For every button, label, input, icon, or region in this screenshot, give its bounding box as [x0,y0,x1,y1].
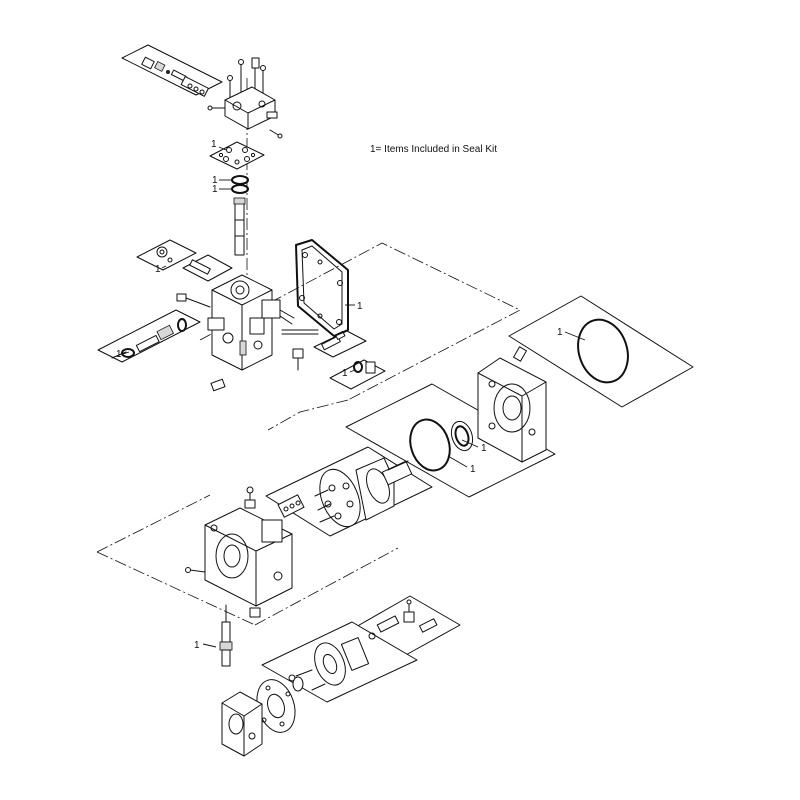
callouts: 1 1 1 1 1 1 1 1 1 1 1 [116,139,563,651]
cover-gasket [295,239,349,337]
plug-parts [156,246,211,275]
seal-kit-legend: 1= Items Included in Seal Kit [370,144,497,155]
end-cover [477,346,547,463]
drain-fitting [219,604,233,667]
bottom-flange [256,676,304,733]
callout-oring-1: 1 [212,175,218,186]
callout-seal-ring: 1 [481,443,487,454]
inset-oring-pair [345,383,556,498]
callout-large-oring: 1 [557,327,563,338]
gasket-plate [209,141,265,170]
upper-pump-body [176,274,319,392]
top-valve-parts [141,56,209,97]
rotating-group [277,457,413,528]
relief-valve-parts [111,318,187,359]
callout-cover-gasket: 1 [357,301,363,312]
inset-relief-valve [97,309,201,363]
assembly-boundary-lines [96,78,521,626]
callout-drain-fitting: 1 [194,640,200,651]
large-oring [577,318,629,384]
small-orings [231,175,249,194]
callout-right-seal: 1 [342,368,348,379]
leader-lines [122,146,586,648]
callout-plug-upper: 1 [155,264,161,275]
control-spool [233,197,246,256]
fittings-parts [368,599,438,640]
inset-large-oring [508,295,694,408]
control-head [207,57,283,139]
main-pump-housing [185,486,293,618]
callout-gasket-plate: 1 [211,139,217,150]
callout-relief-valve: 1 [116,349,122,360]
callout-oring-2: 1 [212,184,218,195]
callout-oring-pair: 1 [470,464,476,475]
oring-pair [409,418,474,472]
bottom-block [221,691,263,757]
swashplate-parts [288,637,370,691]
